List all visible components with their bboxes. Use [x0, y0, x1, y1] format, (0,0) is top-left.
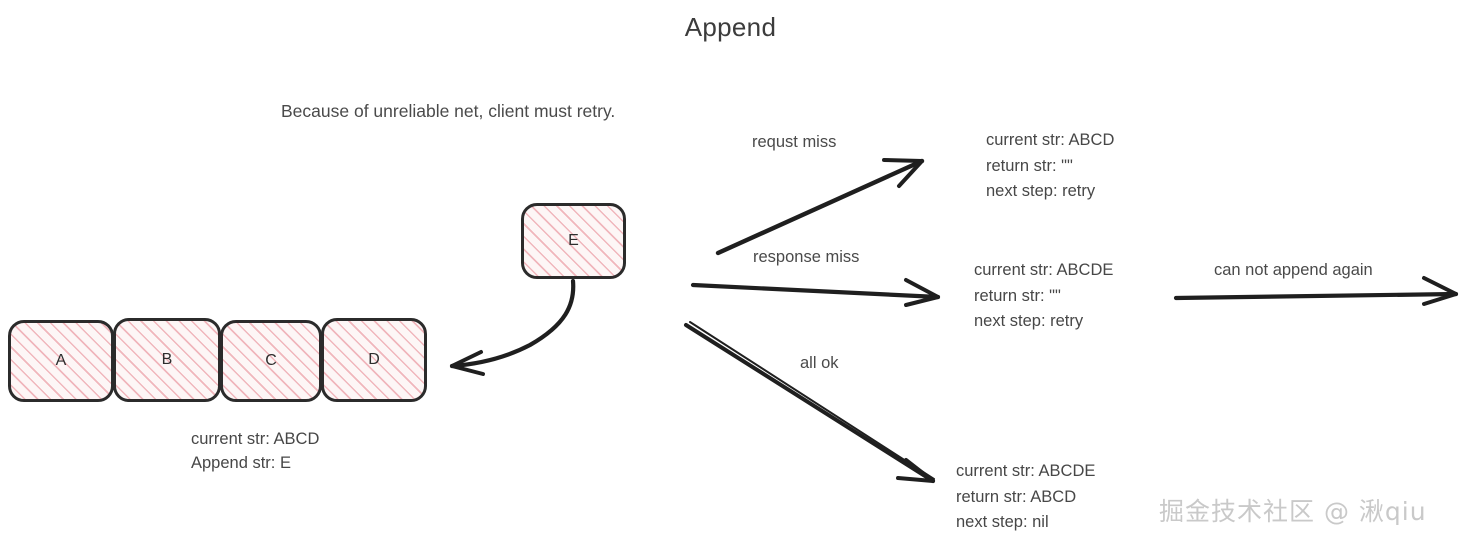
string-cell-c[interactable]: C	[220, 320, 322, 402]
edge-label-response-miss: response miss	[753, 248, 860, 266]
subtitle-note: Because of unreliable net, client must r…	[281, 101, 616, 121]
branch-arrow-response-miss	[690, 278, 941, 307]
outcome-next-step: next step: nil	[956, 513, 1049, 531]
string-cell-label: A	[55, 352, 67, 369]
append-cell-e[interactable]: E	[521, 203, 626, 279]
string-cell-b[interactable]: B	[113, 318, 221, 402]
outcome-return-str: return str: ""	[974, 286, 1061, 305]
outcome-next-step: next step: retry	[986, 182, 1096, 200]
string-cell-label: C	[265, 352, 277, 369]
string-cell-label: D	[368, 351, 380, 368]
edge-label-all-ok: all ok	[800, 354, 839, 372]
outcome-return-str: return str: ABCD	[956, 487, 1077, 506]
string-cell-label: B	[161, 351, 173, 368]
append-cell-label: E	[568, 232, 579, 249]
page-title: Append	[684, 12, 777, 42]
source-current-str: current str: ABCD	[191, 430, 320, 448]
source-state-caption: current str: ABCD Append str: E	[191, 427, 319, 475]
outcome-current-str: current str: ABCDE	[974, 261, 1114, 279]
source-append-str: Append str: E	[191, 454, 291, 472]
branch-arrow-requst-miss	[715, 158, 925, 256]
consequence-arrow	[1173, 276, 1459, 306]
edge-label-can-not-append-again: can not append again	[1214, 261, 1373, 279]
string-cell-a[interactable]: A	[8, 320, 114, 402]
outcome-all-ok: current str: ABCDE return str: ABCD next…	[956, 459, 1095, 536]
string-cell-d[interactable]: D	[321, 318, 427, 402]
watermark: 掘金技术社区 @ 湫qiu	[1159, 497, 1427, 526]
append-arrow	[449, 278, 576, 376]
outcome-next-step: next step: retry	[974, 312, 1084, 330]
outcome-return-str: return str: ""	[986, 156, 1073, 175]
outcome-response-miss: current str: ABCDE return str: "" next s…	[974, 258, 1113, 335]
edge-label-requst-miss: requst miss	[752, 133, 837, 151]
branch-arrow-all-ok	[684, 321, 935, 483]
outcome-requst-miss: current str: ABCD return str: "" next st…	[986, 128, 1114, 205]
outcome-current-str: current str: ABCDE	[956, 462, 1096, 480]
outcome-current-str: current str: ABCD	[986, 131, 1115, 149]
